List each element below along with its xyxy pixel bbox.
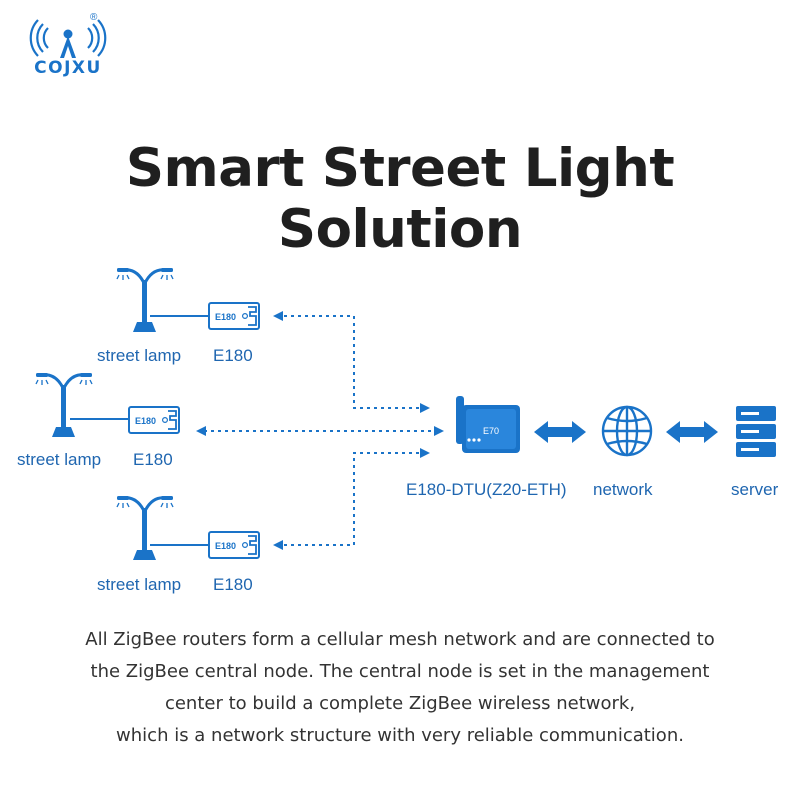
brand-name: COJXU xyxy=(34,58,102,78)
globe-icon xyxy=(601,405,653,457)
description-line-2: the ZigBee central node. The central nod… xyxy=(90,661,710,682)
description-line-1: All ZigBee routers form a cellular mesh … xyxy=(85,629,715,650)
mesh-arrowheads xyxy=(196,311,444,550)
module-label-3: E180 xyxy=(213,575,253,594)
lamp-label-3: street lamp xyxy=(97,575,182,594)
description-line-3: center to build a complete ZigBee wirele… xyxy=(164,693,636,714)
street-lamp-3 xyxy=(115,494,260,560)
module-text-3: E180 xyxy=(215,541,236,551)
module-label-1: E180 xyxy=(213,346,253,365)
lamp-label-2: street lamp xyxy=(17,450,102,469)
street-lamp-1 xyxy=(115,266,260,332)
gateway-device-text: E70 xyxy=(483,426,499,436)
street-lamp-2 xyxy=(34,371,180,437)
antenna-signal-icon xyxy=(29,19,107,58)
module-text-2: E180 xyxy=(135,416,156,426)
description-line-4: which is a network structure with very r… xyxy=(116,725,684,746)
link-gateway-network xyxy=(534,421,586,443)
registered-mark: ® xyxy=(90,12,98,23)
brand-logo: ® COJXU xyxy=(18,12,118,78)
server-label: server xyxy=(731,480,779,499)
module-label-2: E180 xyxy=(133,450,173,469)
lamp-label-1: street lamp xyxy=(97,346,182,365)
link-network-server xyxy=(666,421,718,443)
network-label: network xyxy=(593,480,653,499)
page-title: Smart Street Light Solution xyxy=(125,138,675,260)
server-icon xyxy=(736,406,776,457)
gateway-device xyxy=(456,396,520,453)
module-text-1: E180 xyxy=(215,312,236,322)
mesh-links xyxy=(204,315,434,546)
gateway-label: E180-DTU(Z20-ETH) xyxy=(406,480,567,499)
solution-description: All ZigBee routers form a cellular mesh … xyxy=(30,624,770,752)
